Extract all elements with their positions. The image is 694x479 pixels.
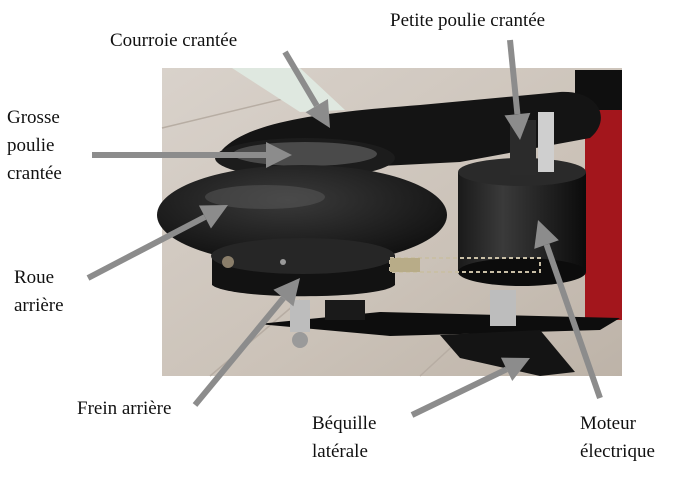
arrow-roue-shaft [86,214,207,281]
arrow-grosse-poulie-head [266,142,292,168]
arrow-frein-shaft [192,296,286,407]
arrow-bequille-head [500,357,530,382]
label-roue-arriere: Roue arrière [14,267,64,316]
arrows [86,39,603,418]
arrow-moteur-shaft [543,243,603,399]
arrow-courroie-shaft [282,50,320,108]
label-moteur-electrique: Moteur électrique [580,413,655,462]
label-petite-poulie-crantee: Petite poulie crantée [390,10,546,31]
label-bequille-laterale: Béquille latérale [312,413,377,462]
chassis-plate [258,290,620,348]
label-courroie-crantee: Courroie crantée [110,30,238,51]
arrow-courroie-head [305,99,330,128]
arrow-frein-head [273,278,300,307]
label-frein-arriere: Frein arrière [77,398,172,419]
spring [389,257,541,273]
rear-wheel [157,165,447,265]
brake-drum [211,238,395,297]
arrow-roue-head [198,205,228,229]
arrow-petite-poulie-shaft [507,39,521,115]
kickstand [440,330,575,376]
arrow-moteur-head [534,220,559,249]
arrow-bequille-shaft [410,366,508,418]
label-grosse-poulie-crantee: Grosse poulie crantée [7,107,62,184]
arrow-petite-poulie-head [504,112,531,140]
